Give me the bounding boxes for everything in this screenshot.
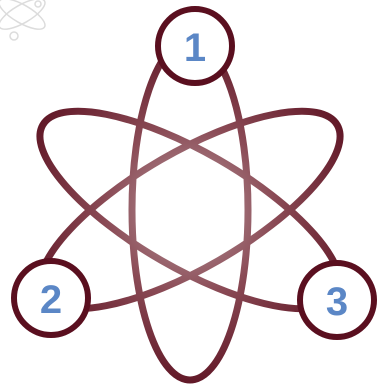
node-1-label: 1 bbox=[184, 26, 206, 70]
node-3: 3 bbox=[300, 263, 374, 337]
node-1: 1 bbox=[158, 9, 232, 83]
orbit-vertical bbox=[132, 40, 248, 380]
atom-sketch-icon bbox=[0, 0, 49, 40]
node-2-label: 2 bbox=[40, 278, 62, 322]
node-2: 2 bbox=[14, 261, 88, 335]
node-3-label: 3 bbox=[326, 280, 348, 324]
